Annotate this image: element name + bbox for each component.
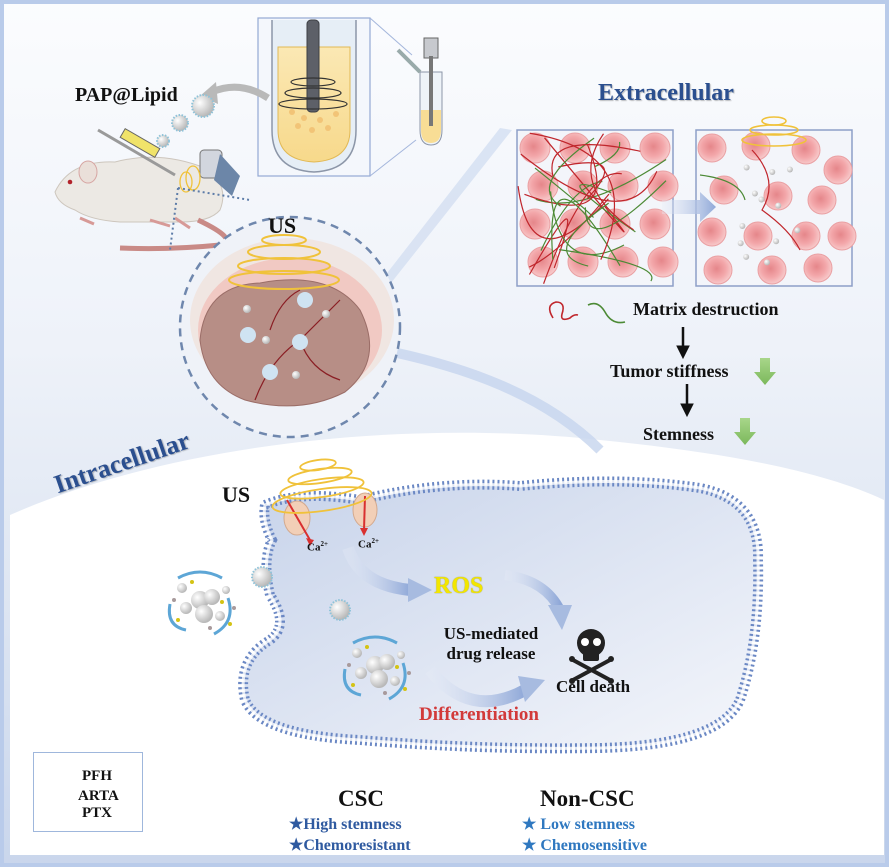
us-label-cell: US	[222, 482, 251, 507]
non-csc-trait-1: ★ Low stemness	[522, 816, 636, 833]
step-tumor-stiffness: Tumor stiffness	[610, 361, 729, 381]
tumor-cell	[639, 132, 671, 164]
tumor-cell	[599, 132, 631, 164]
tumor-cell	[791, 221, 821, 251]
tumor-cell	[697, 217, 727, 247]
legend-item-arta: ARTA	[78, 788, 119, 804]
ecm-fiber	[566, 202, 609, 267]
tumor-cell	[827, 221, 857, 251]
stemness-down-icon	[734, 418, 756, 445]
ecm-fiber	[551, 198, 621, 266]
csc-trait-1: ★High stemness	[289, 816, 402, 833]
tumor-cell	[763, 181, 793, 211]
drug-particle	[769, 168, 776, 175]
cell-death-label: Cell death	[556, 677, 631, 696]
ecm-fiber	[548, 137, 595, 207]
star-icon: ★	[289, 837, 304, 854]
drug-particle	[773, 238, 780, 245]
drug-particle	[764, 259, 771, 266]
us-label-tumor: US	[268, 213, 297, 238]
legend: PFH ARTA PTX	[33, 752, 143, 832]
tumor-cell	[559, 208, 591, 240]
ecm-fiber	[551, 144, 641, 177]
tumor-cell	[519, 132, 551, 164]
legend-item-ptx: PTX	[82, 805, 112, 821]
tumor-cell	[647, 246, 679, 278]
tumor-cell	[807, 185, 837, 215]
tumor-cell	[757, 255, 787, 285]
skull-crossbones-icon	[569, 629, 614, 684]
pap-lipid-label: PAP@Lipid	[75, 84, 178, 106]
ecm-fiber	[528, 218, 569, 275]
extracellular-title: Extracellular	[598, 80, 734, 106]
tumor-cell	[559, 132, 591, 164]
drug-particle	[737, 240, 744, 247]
tumor-cell	[519, 208, 551, 240]
drug-particle	[739, 223, 746, 230]
tumor-cell	[743, 221, 773, 251]
ecm-dense-panel	[516, 129, 679, 287]
csc-trait-2: ★Chemoresistant	[289, 837, 411, 854]
drug-particle	[794, 227, 801, 234]
drug-particle	[758, 196, 765, 203]
tumor-cell	[803, 253, 833, 283]
star-icon: ★	[522, 816, 537, 833]
legend-item-pfh: PFH	[82, 768, 112, 784]
tumor-cell	[703, 255, 733, 285]
drug-release-line1: US-mediated	[443, 624, 539, 643]
tumor-cell	[607, 170, 639, 202]
ecm-fiber	[543, 172, 622, 284]
step-matrix-destruction: Matrix destruction	[633, 299, 779, 319]
ecm-fiber	[544, 137, 625, 233]
stiffness-down-icon	[754, 358, 776, 385]
tumor-cell	[697, 133, 727, 163]
ecm-degraded-panel	[695, 116, 857, 287]
star-icon: ★	[522, 837, 537, 854]
drug-particle	[775, 202, 782, 209]
drug-release-line2: drug release	[446, 644, 536, 663]
tumor-cell	[647, 170, 679, 202]
drug-particle	[743, 164, 750, 171]
mouse-illustration	[54, 127, 251, 252]
step-stemness: Stemness	[643, 424, 714, 444]
drug-particle	[751, 190, 758, 197]
ecm-fiber	[529, 132, 616, 260]
drug-particle	[786, 166, 793, 173]
drug-particle	[743, 253, 750, 260]
ecm-transition-arrow	[662, 192, 716, 222]
ecm-fiber	[549, 191, 625, 256]
star-icon: ★	[289, 816, 304, 833]
drug-cluster-inside	[342, 635, 411, 701]
ecm-fiber	[584, 180, 667, 230]
tumor-cell	[823, 155, 853, 185]
ros-label: ROS	[434, 573, 484, 599]
non-csc-title: Non-CSC	[540, 786, 635, 811]
drug-cluster-outside	[167, 570, 236, 636]
calcium-label-2: Ca2+	[358, 537, 379, 551]
non-csc-trait-2: ★ Chemosensitive	[522, 837, 647, 854]
drug-release-label: US-mediated drug release	[434, 624, 548, 664]
csc-title: CSC	[338, 786, 385, 811]
trend-down-icons	[734, 358, 776, 445]
ecm-fiber	[520, 153, 658, 202]
tumor-cell	[639, 208, 671, 240]
differentiation-label: Differentiation	[419, 704, 539, 725]
ecm-fiber	[524, 143, 598, 206]
calcium-label-1: Ca2+	[307, 540, 328, 554]
